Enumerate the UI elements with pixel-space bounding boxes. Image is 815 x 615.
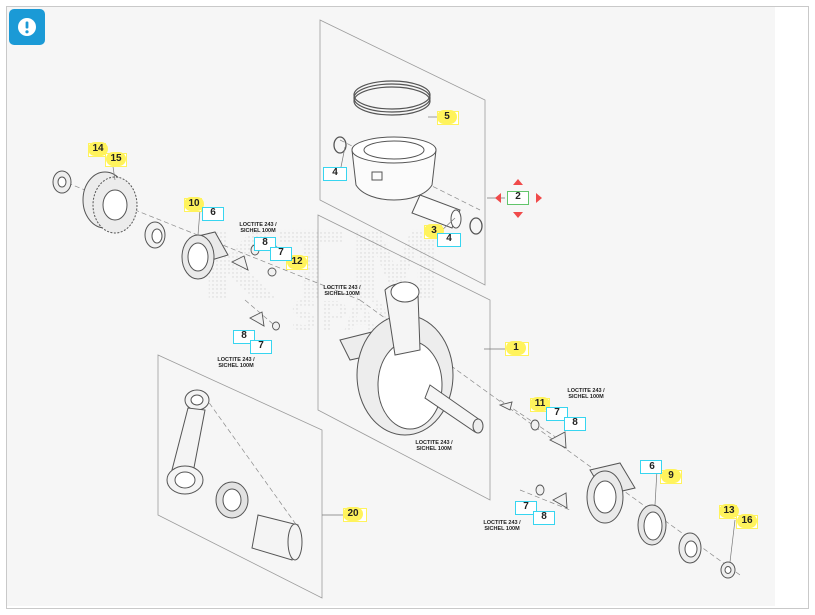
- hotspot-arrows-icon: [495, 179, 542, 218]
- part-number-8c[interactable]: 8: [572, 417, 578, 428]
- loctite-note-e: LOCTITE 243 /SICHEL 100M: [415, 440, 453, 452]
- part-number-14[interactable]: 14: [88, 142, 108, 156]
- callout-box-7d[interactable]: [515, 501, 537, 515]
- loctite-note-a: LOCTITE 243 /SICHEL 100M: [239, 222, 277, 234]
- part-number-16[interactable]: 16: [737, 514, 757, 528]
- circlip-right: [469, 217, 483, 235]
- piston-group-panel: [319, 19, 486, 286]
- callout-box-8d[interactable]: [533, 511, 555, 525]
- callout-box-6b[interactable]: [640, 460, 662, 474]
- part-number-6b[interactable]: 6: [649, 461, 655, 472]
- callout-box-2[interactable]: [507, 191, 529, 205]
- callout-box-7c[interactable]: [546, 407, 568, 421]
- piston-rings: [353, 80, 431, 116]
- callout-box-4a[interactable]: [323, 167, 347, 181]
- crank-pin: [251, 514, 303, 561]
- connecting-rod: [166, 389, 210, 495]
- crankshaft-group-panel: [317, 214, 491, 501]
- dowel-pins-left: [230, 244, 280, 331]
- screws-right: [498, 401, 568, 509]
- part-number-4b[interactable]: 4: [446, 233, 452, 244]
- bearing-6-right: [586, 462, 636, 524]
- nut-16: [720, 561, 736, 579]
- circlip-left: [333, 136, 347, 154]
- part-number-20[interactable]: 20: [343, 507, 363, 521]
- loctite-note-c: LOCTITE 243 /SICHEL 100M: [217, 357, 255, 369]
- washer-13: [678, 532, 702, 564]
- needle-bearing: [215, 481, 249, 519]
- part-number-7a[interactable]: 7: [278, 247, 284, 258]
- callout-box-8c[interactable]: [564, 417, 586, 431]
- callout-box-6a[interactable]: [202, 207, 224, 221]
- part-number-8b[interactable]: 8: [241, 330, 247, 341]
- part-number-11[interactable]: 11: [530, 397, 550, 411]
- conrod-group-panel: [157, 354, 323, 599]
- part-number-10[interactable]: 10: [184, 197, 204, 211]
- part-number-5[interactable]: 5: [437, 110, 457, 124]
- part-number-7b[interactable]: 7: [258, 340, 264, 351]
- part-number-1[interactable]: 1: [506, 341, 526, 355]
- callout-box-8b[interactable]: [233, 330, 255, 344]
- loctite-note-d: LOCTITE 243 /SICHEL 100M: [567, 388, 605, 400]
- part-number-2[interactable]: 2: [515, 191, 521, 202]
- part-number-7d[interactable]: 7: [523, 501, 529, 512]
- info-icon: [18, 18, 36, 36]
- crankshaft: [339, 281, 484, 436]
- nut-14: [52, 170, 72, 194]
- part-number-15[interactable]: 15: [106, 152, 126, 166]
- washer-10: [144, 221, 166, 249]
- part-number-4a[interactable]: 4: [332, 167, 338, 178]
- part-number-9[interactable]: 9: [661, 469, 681, 483]
- primary-gear: [82, 171, 138, 234]
- part-number-13[interactable]: 13: [719, 504, 739, 518]
- seal-9: [637, 504, 667, 546]
- info-button[interactable]: [9, 9, 45, 45]
- side-margin: [775, 7, 806, 606]
- callout-box-7b[interactable]: [250, 340, 272, 354]
- part-number-8a[interactable]: 8: [262, 237, 268, 248]
- part-number-8d[interactable]: 8: [541, 511, 547, 522]
- loctite-note-f: LOCTITE 243 /SICHEL 100M: [483, 520, 521, 532]
- callout-box-4b[interactable]: [437, 233, 461, 247]
- loctite-note-b: LOCTITE 243 /SICHEL 100M: [323, 285, 361, 297]
- part-number-12[interactable]: 12: [287, 255, 307, 269]
- piston: [351, 136, 437, 201]
- bearing-6-left: [181, 231, 229, 280]
- part-number-7c[interactable]: 7: [554, 407, 560, 418]
- part-number-6a[interactable]: 6: [210, 207, 216, 218]
- piston-pin: [411, 194, 462, 229]
- callout-box-7a[interactable]: [270, 247, 292, 261]
